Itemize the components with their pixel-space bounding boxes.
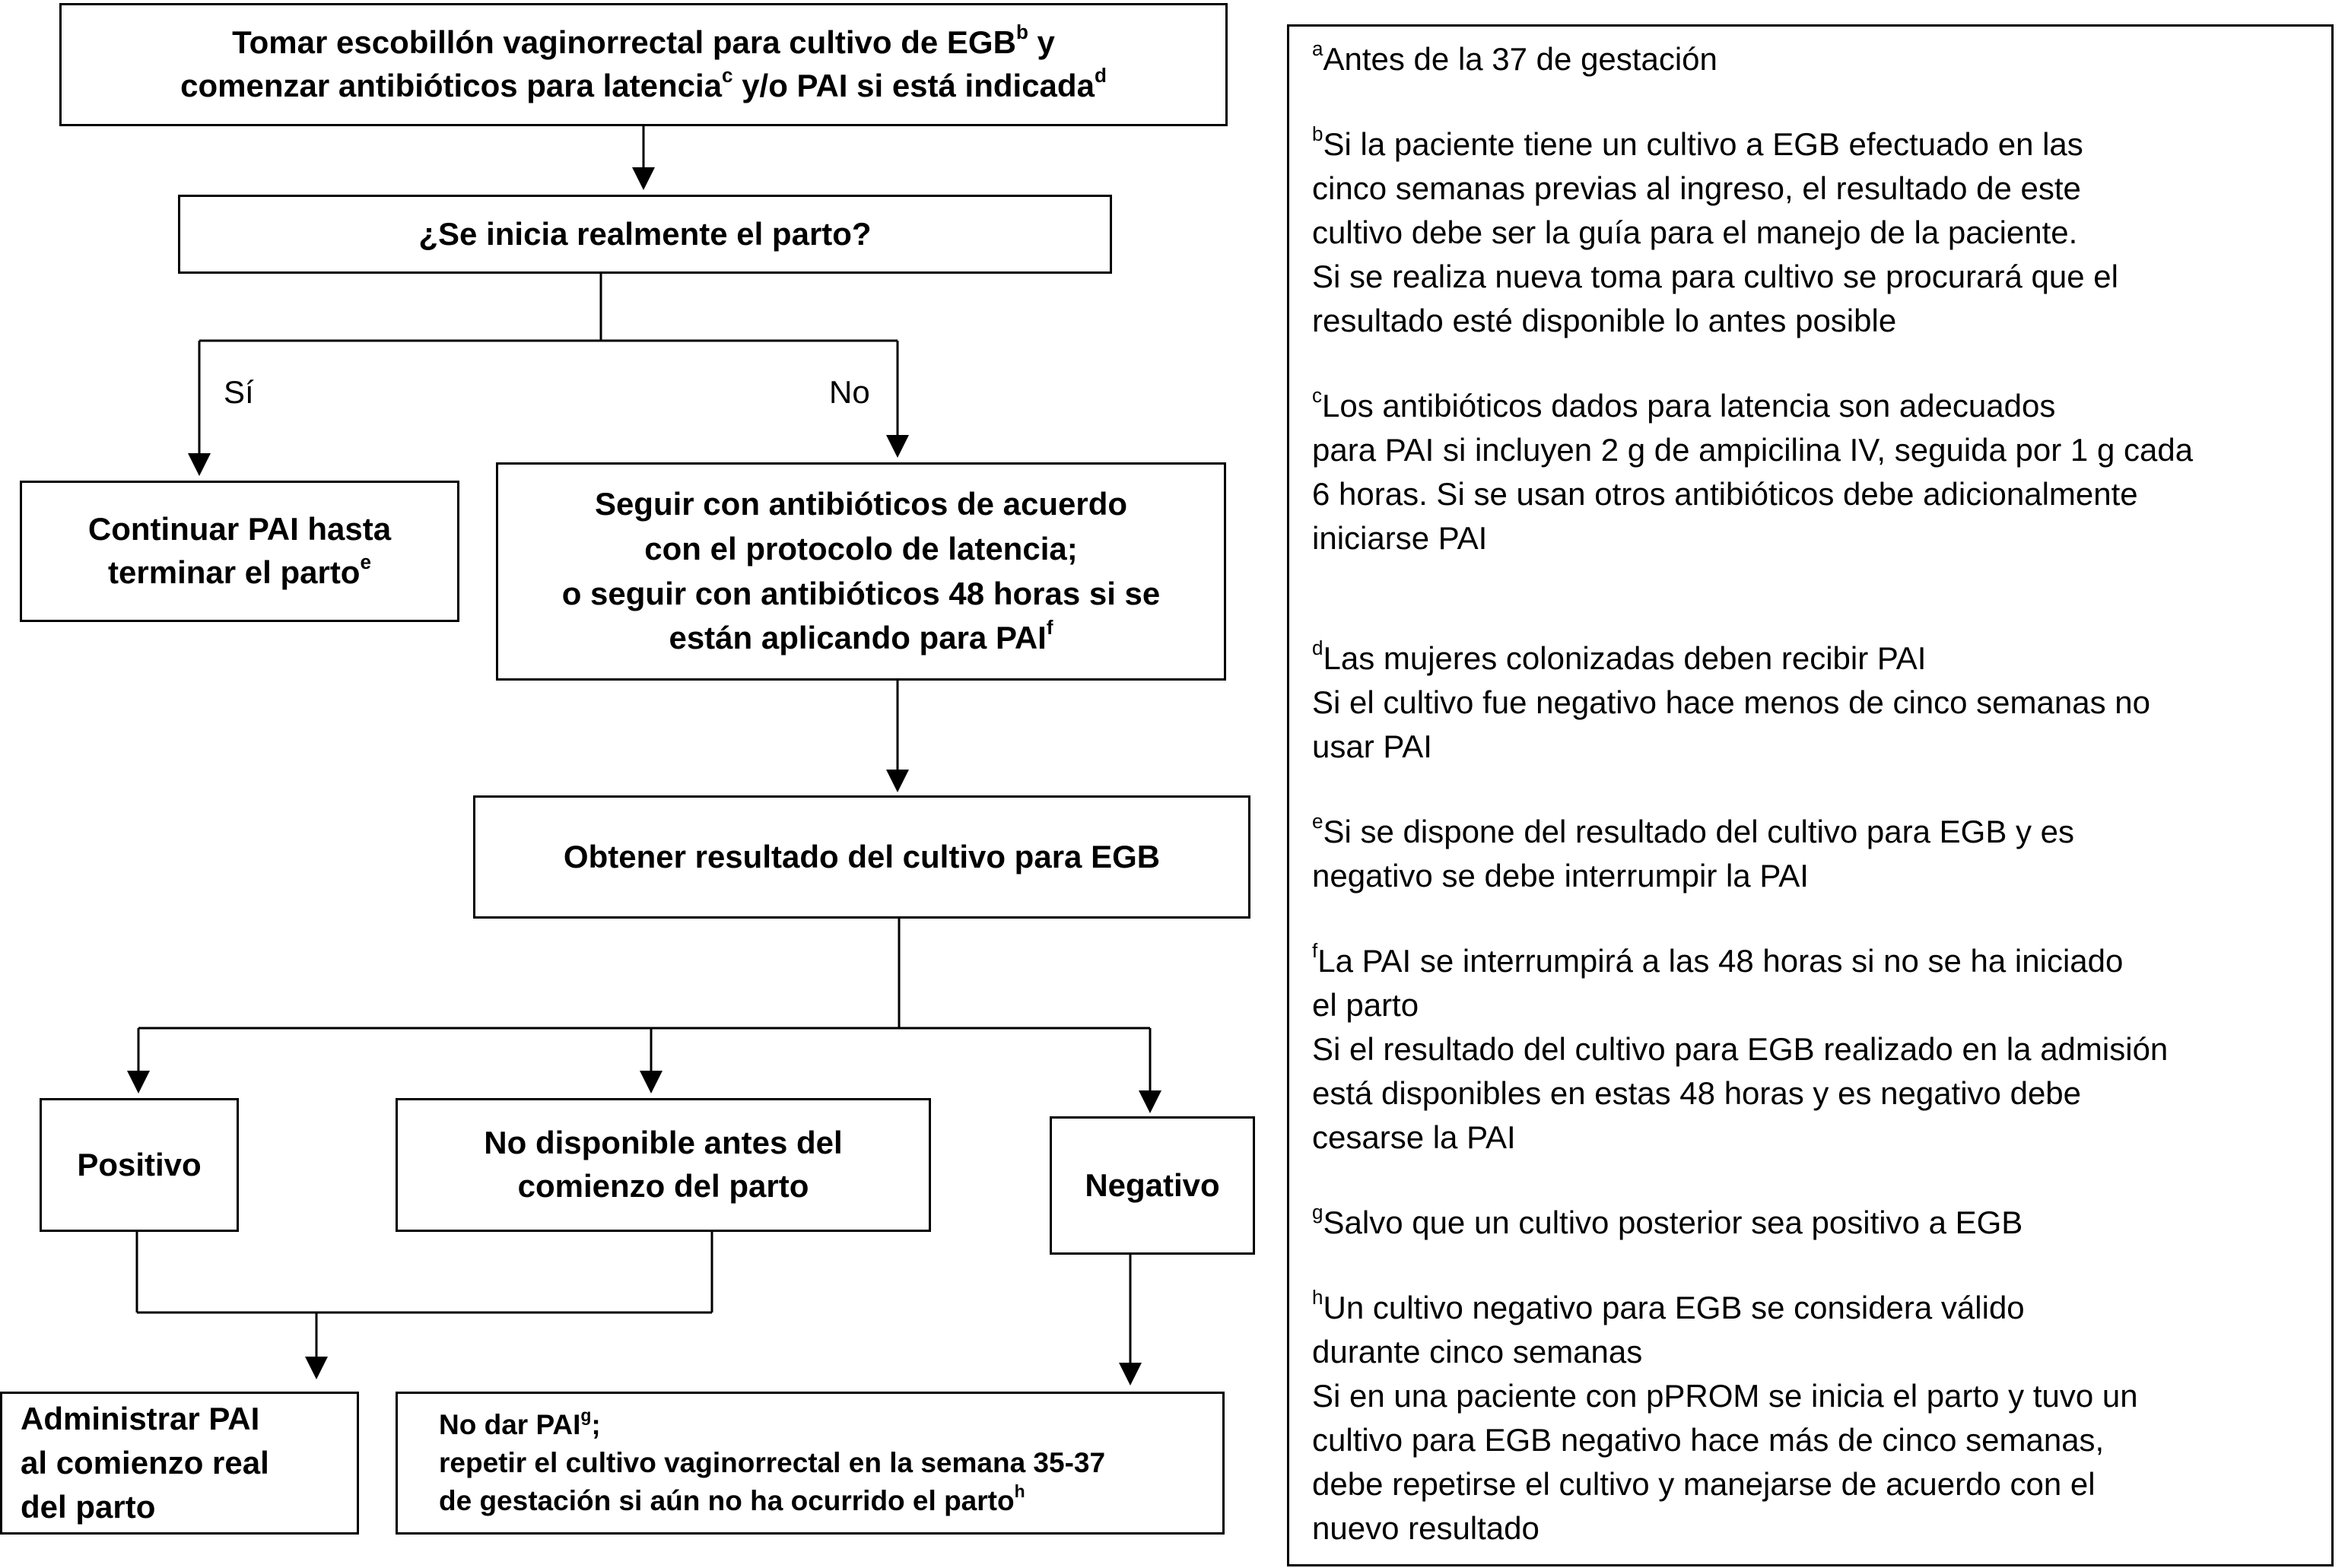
negative-box: Negativo [1050, 1116, 1255, 1255]
footnote-mark: b [1015, 21, 1028, 44]
not-available-text-2: comienzo del parto [517, 1168, 809, 1204]
follow-antibiotics-box: Seguir con antibióticos de acuerdo con e… [496, 462, 1226, 681]
footnote-mark: f [1312, 939, 1318, 963]
footnote-text: Salvo que un cultivo posterior sea posit… [1323, 1205, 2023, 1240]
no-pai-text-2: repetir el cultivo vaginorrectal en la s… [439, 1447, 1106, 1479]
footnote-mark: e [1312, 810, 1323, 833]
footnote-mark: a [1312, 37, 1323, 61]
no-pai-text-1-end: ; [591, 1409, 601, 1441]
footnote-text: Las mujeres colonizadas deben recibir PA… [1312, 640, 2150, 764]
start-box: Tomar escobillón vaginorrectal para cult… [59, 3, 1228, 126]
footnote-text: Si la paciente tiene un cultivo a EGB ef… [1312, 126, 2118, 338]
no-pai-text-3: de gestación si aún no ha ocurrido el pa… [439, 1484, 1015, 1516]
follow-text-2: con el protocolo de latencia; [644, 530, 1078, 567]
follow-text-3: o seguir con antibióticos 48 horas si se [561, 575, 1161, 611]
no-label: No [829, 374, 870, 410]
footnote-mark: f [1046, 616, 1053, 640]
start-text-1: Tomar escobillón vaginorrectal para cult… [232, 24, 1016, 61]
start-text-2: y [1028, 24, 1055, 61]
footnote-f: fLa PAI se interrumpirá a las 48 horas s… [1312, 939, 2331, 1160]
positive-text: Positivo [77, 1146, 202, 1182]
start-text-4: y/o PAI si está indicada [732, 68, 1095, 103]
administer-text-2: al comienzo real [21, 1445, 269, 1481]
footnote-text: Los antibióticos dados para latencia son… [1312, 388, 2194, 556]
footnote-e: eSi se dispone del resultado del cultivo… [1312, 810, 2331, 898]
administer-text-3: del parto [21, 1488, 156, 1525]
obtain-result-box: Obtener resultado del cultivo para EGB [473, 795, 1250, 919]
not-available-text-1: No disponible antes del [484, 1125, 843, 1161]
footnote-mark: h [1014, 1481, 1025, 1502]
start-text-3: comenzar antibióticos para latencia [180, 68, 723, 103]
footnote-d: dLas mujeres colonizadas deben recibir P… [1312, 636, 2331, 769]
footnote-b: bSi la paciente tiene un cultivo a EGB e… [1312, 122, 2331, 343]
administer-pai-box: Administrar PAI al comienzo real del par… [0, 1392, 359, 1535]
footnote-a: aAntes de la 37 de gestación [1312, 37, 2331, 81]
footnote-c: cLos antibióticos dados para latencia so… [1312, 384, 2331, 560]
question-box: ¿Se inicia realmente el parto? [178, 195, 1112, 274]
footnote-text: Si se dispone del resultado del cultivo … [1312, 814, 2075, 894]
footnote-mark: d [1094, 64, 1107, 87]
administer-text-1: Administrar PAI [21, 1401, 260, 1437]
no-pai-box: No dar PAIg; repetir el cultivo vaginorr… [396, 1392, 1225, 1535]
footnote-mark: c [722, 64, 733, 87]
footnote-g: gSalvo que un cultivo posterior sea posi… [1312, 1201, 2331, 1245]
footnote-mark: g [1312, 1201, 1323, 1224]
yes-label: Sí [224, 374, 254, 410]
footnote-mark: c [1312, 384, 1323, 408]
continue-pai-text-2: terminar el parto [108, 554, 361, 590]
positive-box: Positivo [40, 1098, 239, 1232]
footnote-text: La PAI se interrumpirá a las 48 horas si… [1312, 943, 2169, 1155]
footnote-h: hUn cultivo negativo para EGB se conside… [1312, 1286, 2331, 1551]
follow-text-1: Seguir con antibióticos de acuerdo [594, 485, 1128, 522]
follow-text-4: están aplicando para PAI [669, 620, 1047, 656]
not-available-box: No disponible antes del comienzo del par… [396, 1098, 931, 1232]
negative-text: Negativo [1085, 1166, 1220, 1203]
footnote-mark: d [1312, 636, 1323, 660]
continue-pai-box: Continuar PAI hasta terminar el partoe [20, 481, 459, 622]
obtain-result-text: Obtener resultado del cultivo para EGB [563, 838, 1161, 874]
footnote-text: Un cultivo negativo para EGB se consider… [1312, 1290, 2138, 1546]
continue-pai-text-1: Continuar PAI hasta [87, 511, 392, 548]
footnote-mark: b [1312, 122, 1323, 146]
footnote-mark: e [360, 551, 371, 574]
footnote-text: Antes de la 37 de gestación [1323, 41, 1717, 77]
footnote-mark: h [1312, 1286, 1323, 1309]
question-text: ¿Se inicia realmente el parto? [418, 215, 872, 252]
footnotes-panel: aAntes de la 37 de gestación bSi la paci… [1287, 24, 2334, 1566]
no-pai-text-1: No dar PAI [439, 1409, 581, 1441]
footnote-mark: g [580, 1405, 592, 1426]
